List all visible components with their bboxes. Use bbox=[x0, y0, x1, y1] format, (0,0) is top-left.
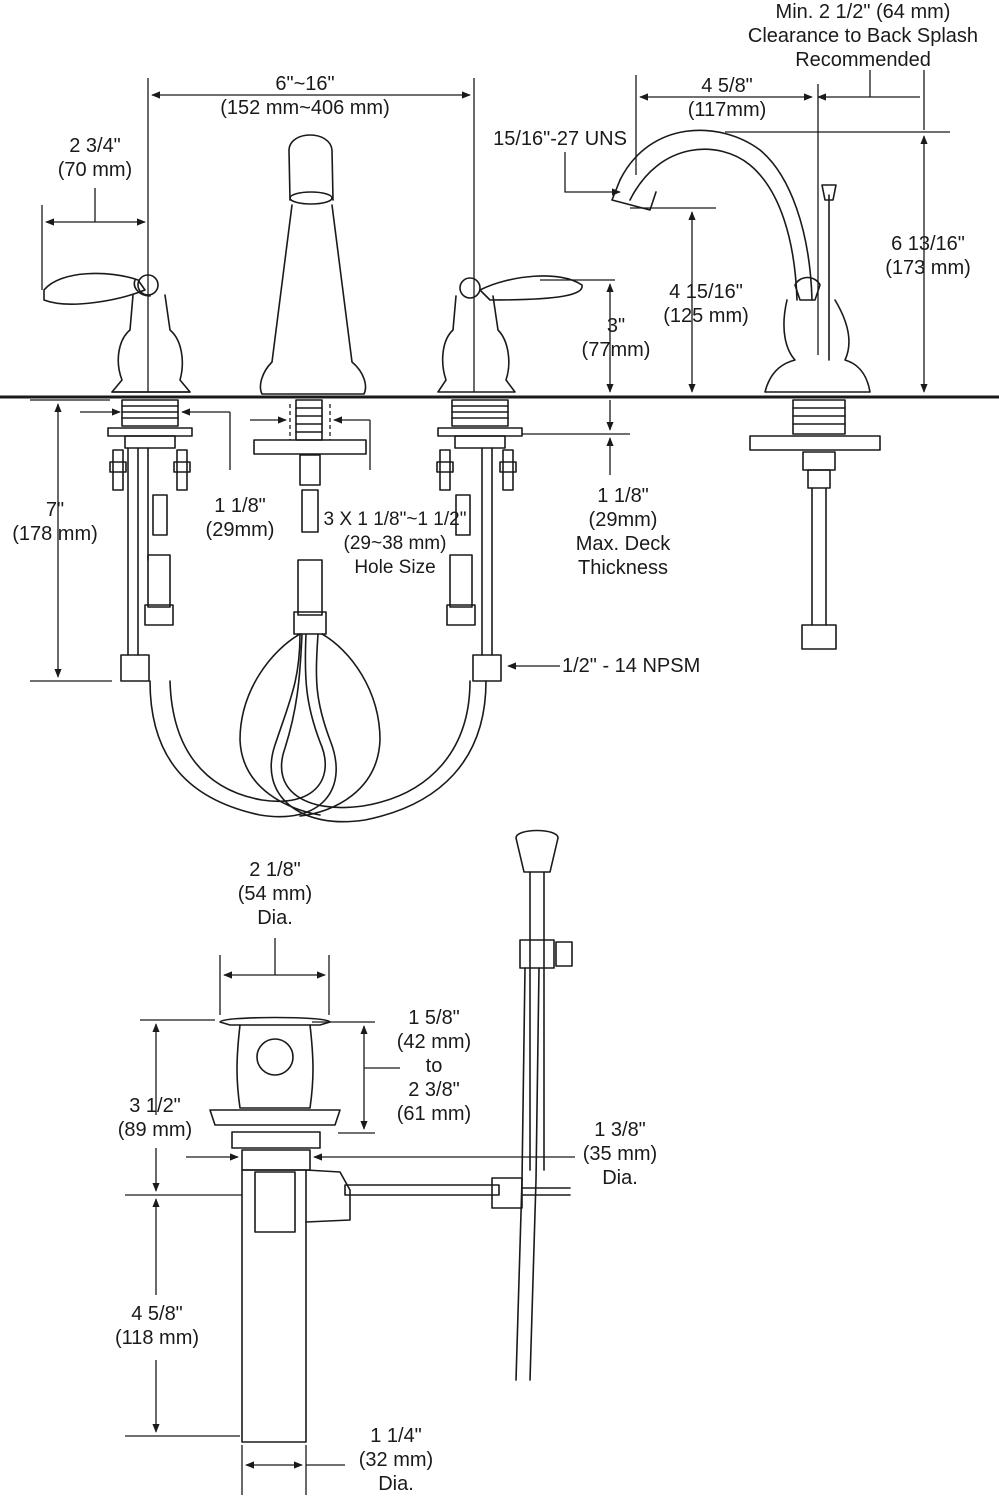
spread-inch: 6"~16" bbox=[275, 73, 335, 95]
shank-inch: 1 1/8" bbox=[214, 495, 266, 517]
body-dia-caption: Dia. bbox=[602, 1167, 638, 1189]
hole-size-mm: (29~38 mm) bbox=[343, 533, 447, 554]
flange-range-max-mm: (61 mm) bbox=[396, 1103, 472, 1125]
deck-inch: 1 1/8" bbox=[597, 485, 649, 507]
npsm-label: 1/2" - 14 NPSM bbox=[562, 654, 732, 678]
spout-height-mm: (173 mm) bbox=[885, 257, 971, 279]
side-view-underside bbox=[749, 399, 881, 650]
deck-caption-2: Thickness bbox=[577, 557, 669, 579]
clearance-line-1: Min. 2 1/2" (64 mm) bbox=[775, 1, 951, 23]
spout-reach-label: 4 5/8" (117mm) bbox=[672, 74, 782, 122]
hole-size-caption: Hole Size bbox=[354, 557, 436, 578]
deck-caption-1: Max. Deck bbox=[575, 533, 671, 555]
flange-range-max-inch: 2 3/8" bbox=[408, 1079, 460, 1101]
tail-dia-inch: 1 1/4" bbox=[370, 1425, 422, 1447]
hole-size-label: 3 X 1 1/8"~1 1/2" (29~38 mm) Hole Size bbox=[320, 508, 470, 580]
spout-clearance-mm: (125 mm) bbox=[663, 305, 749, 327]
right-valve-underside bbox=[436, 399, 523, 682]
deck-thickness-label: 1 1/8" (29mm) Max. Deck Thickness bbox=[556, 484, 690, 580]
shank-mm: (29mm) bbox=[205, 519, 275, 541]
handle-reach-label: 2 3/4" (70 mm) bbox=[40, 134, 150, 182]
handle-height-mm: (77mm) bbox=[581, 339, 651, 361]
spout-reach-inch: 4 5/8" bbox=[701, 75, 753, 97]
spout-underside bbox=[253, 399, 367, 635]
handle-height-label: 3" (77mm) bbox=[566, 314, 666, 362]
body-height-label: 3 1/2" (89 mm) bbox=[102, 1094, 208, 1142]
spout-reach-mm: (117mm) bbox=[687, 99, 767, 121]
spout-clearance-label: 4 15/16" (125 mm) bbox=[646, 280, 766, 328]
flange-dia-caption: Dia. bbox=[257, 907, 293, 929]
spout-height-inch: 6 13/16" bbox=[891, 233, 965, 255]
below-deck-mm: (178 mm) bbox=[12, 523, 98, 545]
flange-range-min-mm: (42 mm) bbox=[396, 1031, 472, 1053]
pop-up-rod bbox=[515, 829, 573, 1381]
tail-length-mm: (118 mm) bbox=[114, 1327, 200, 1349]
below-deck-label: 7" (178 mm) bbox=[0, 498, 110, 546]
body-dia-mm: (35 mm) bbox=[582, 1143, 658, 1165]
handle-reach-inch: 2 3/4" bbox=[69, 135, 121, 157]
body-dia-label: 1 3/8" (35 mm) Dia. bbox=[568, 1118, 672, 1190]
shank-label: 1 1/8" (29mm) bbox=[190, 494, 290, 542]
npsm-spec: 1/2" - 14 NPSM bbox=[562, 655, 701, 677]
supply-hoses bbox=[149, 633, 487, 823]
clearance-line-2: Clearance to Back Splash bbox=[747, 25, 979, 47]
tail-dia-mm: (32 mm) bbox=[358, 1449, 434, 1471]
clearance-label: Min. 2 1/2" (64 mm) Clearance to Back Sp… bbox=[728, 0, 998, 72]
thread-label: 15/16"-27 UNS bbox=[480, 127, 640, 151]
below-deck-inch: 7" bbox=[45, 499, 65, 521]
spout-clearance-inch: 4 15/16" bbox=[669, 281, 743, 303]
flange-range-to: to bbox=[425, 1055, 443, 1077]
body-height-inch: 3 1/2" bbox=[129, 1095, 181, 1117]
flange-dia-mm: (54 mm) bbox=[237, 883, 313, 905]
spout-height-label: 6 13/16" (173 mm) bbox=[872, 232, 984, 280]
left-handle bbox=[43, 272, 191, 393]
flange-range-min-inch: 1 5/8" bbox=[408, 1007, 460, 1029]
tail-dia-label: 1 1/4" (32 mm) Dia. bbox=[344, 1424, 448, 1496]
clearance-line-3: Recommended bbox=[795, 49, 931, 71]
thread-spec: 15/16"-27 UNS bbox=[493, 128, 627, 150]
hole-size-inch: 3 X 1 1/8"~1 1/2" bbox=[323, 509, 467, 530]
center-spout bbox=[259, 134, 367, 395]
dimension-lines bbox=[30, 70, 950, 1495]
tail-dia-caption: Dia. bbox=[378, 1473, 414, 1495]
body-height-mm: (89 mm) bbox=[117, 1119, 193, 1141]
right-handle bbox=[437, 275, 583, 393]
body-dia-inch: 1 3/8" bbox=[594, 1119, 646, 1141]
deck-mm: (29mm) bbox=[588, 509, 658, 531]
spread-mm: (152 mm~406 mm) bbox=[220, 97, 390, 119]
handle-height-inch: 3" bbox=[606, 315, 626, 337]
tail-length-label: 4 5/8" (118 mm) bbox=[102, 1302, 212, 1350]
flange-dia-inch: 2 1/8" bbox=[249, 859, 301, 881]
tail-length-inch: 4 5/8" bbox=[131, 1303, 183, 1325]
handle-reach-mm: (70 mm) bbox=[57, 159, 133, 181]
left-valve-underside bbox=[107, 399, 193, 682]
flange-range-label: 1 5/8" (42 mm) to 2 3/8" (61 mm) bbox=[384, 1006, 484, 1126]
flange-dia-label: 2 1/8" (54 mm) Dia. bbox=[225, 858, 325, 930]
spread-label: 6"~16" (152 mm~406 mm) bbox=[190, 72, 420, 120]
